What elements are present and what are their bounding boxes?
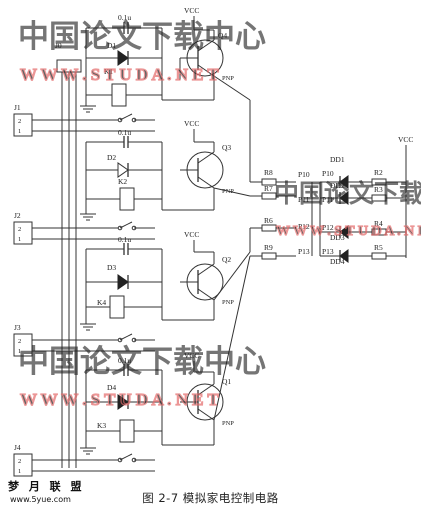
led-row-2: P11 DD2 R3 — [320, 181, 406, 205]
stage-1: J1 2 1 0.1u D1 K1 VCC — [13, 6, 251, 182]
port-label: P10 — [322, 169, 334, 178]
base-resistor-network: R8 P10 R7 P11 R6 P12 R9 P13 — [250, 168, 321, 260]
pin-label: 1 — [18, 128, 21, 135]
resistor-label: R7 — [264, 184, 273, 193]
transistor-label: Q3 — [222, 143, 231, 152]
pin-label: 1 — [18, 236, 21, 243]
resistor-label: R9 — [264, 243, 273, 252]
connector-label: J2 — [14, 211, 21, 220]
vcc-label: VCC — [184, 6, 199, 15]
pin-label: 2 — [18, 226, 21, 233]
pin-label: 2 — [18, 118, 21, 125]
resistor-label: R6 — [264, 216, 273, 225]
j0-label: J0 — [55, 41, 62, 50]
stage-3: J3 2 1 0.1u D3 K4 VCC — [13, 228, 251, 357]
pin-label: 1 — [18, 468, 21, 475]
resistor-label: R5 — [374, 243, 383, 252]
vcc-label: VCC — [184, 119, 199, 128]
led-label: DD1 — [330, 155, 345, 164]
diode-label: D2 — [107, 153, 116, 162]
diode-label: D4 — [107, 383, 116, 392]
led-row-1: P10 DD1 R2 — [320, 155, 406, 189]
port-label: P13 — [322, 247, 334, 256]
port-label: P10 — [298, 170, 310, 179]
diode-label: D3 — [107, 263, 116, 272]
relay-label: K4 — [97, 298, 106, 307]
relay-label: K1 — [104, 67, 113, 76]
site-url: www.5yue.com — [10, 495, 71, 504]
pin-label: 2 — [18, 458, 21, 465]
pin-label: 1 — [18, 348, 21, 355]
relay-label: K3 — [97, 421, 106, 430]
led-bank: VCC P10 DD1 R2 P11 DD2 R3 P12 DD3 — [320, 135, 413, 266]
vcc-label: VCC — [184, 351, 199, 360]
led-label: DD4 — [330, 257, 345, 266]
led-label: DD3 — [330, 233, 345, 242]
port-label: P12 — [298, 222, 310, 231]
main-connector-j0: J0 — [55, 41, 82, 468]
stage-4: J4 2 1 0.1u D4 K3 VCC — [13, 255, 251, 477]
transistor-label: Q2 — [222, 255, 231, 264]
resistor-label: R4 — [374, 219, 383, 228]
stage-2: J2 2 1 0.1u D2 K2 VCC — [13, 119, 251, 245]
watermark-url: W W W . S T U D A . N E T — [276, 224, 421, 239]
vcc-label: VCC — [398, 135, 413, 144]
resistor-label: R2 — [374, 168, 383, 177]
site-logo: 梦 月 联 盟 — [8, 480, 85, 493]
transistor-type-label: PNP — [222, 75, 234, 82]
figure-caption: 图 2-7 模拟家电控制电路 — [142, 491, 279, 505]
transistor-type-label: PNP — [222, 420, 234, 427]
capacitor-label: 0.1u — [118, 128, 131, 137]
port-label: P11 — [298, 195, 310, 204]
resistor-label: R8 — [264, 168, 273, 177]
port-label: P12 — [322, 223, 334, 232]
port-label: P13 — [298, 247, 310, 256]
transistor-label: Q4 — [218, 31, 227, 40]
connector-label: J3 — [14, 323, 21, 332]
watermark-text: 中国论文下载中心 — [18, 344, 266, 379]
capacitor-label: 0.1u — [118, 13, 131, 22]
watermark: 中国论文下载中心 W W W . S T U D A . N E T 中国论文下… — [18, 19, 421, 410]
transistor-type-label: PNP — [222, 299, 234, 306]
capacitor-label: 0.1u — [118, 356, 131, 365]
vcc-label: VCC — [184, 230, 199, 239]
led-label: DD2 — [330, 181, 345, 190]
led-row-3: P12 DD3 R4 — [320, 219, 406, 242]
capacitor-label: 0.1u — [118, 235, 131, 244]
resistor-label: R3 — [374, 185, 383, 194]
connector-label: J1 — [14, 103, 21, 112]
connector-label: J4 — [14, 443, 21, 452]
pin-label: 2 — [18, 338, 21, 345]
led-row-4: P13 DD4 R5 — [320, 243, 406, 266]
watermark-url: W W W . S T U D A . N E T — [20, 390, 219, 409]
watermark-text: 中国论文下载中心 — [18, 19, 266, 54]
relay-label: K2 — [118, 177, 127, 186]
port-label: P11 — [322, 195, 334, 204]
watermark-url: W W W . S T U D A . N E T — [20, 65, 219, 84]
watermark-text: 中国论文下载中心 — [274, 179, 421, 208]
diode-label: D1 — [107, 41, 116, 50]
transistor-label: Q1 — [222, 377, 231, 386]
